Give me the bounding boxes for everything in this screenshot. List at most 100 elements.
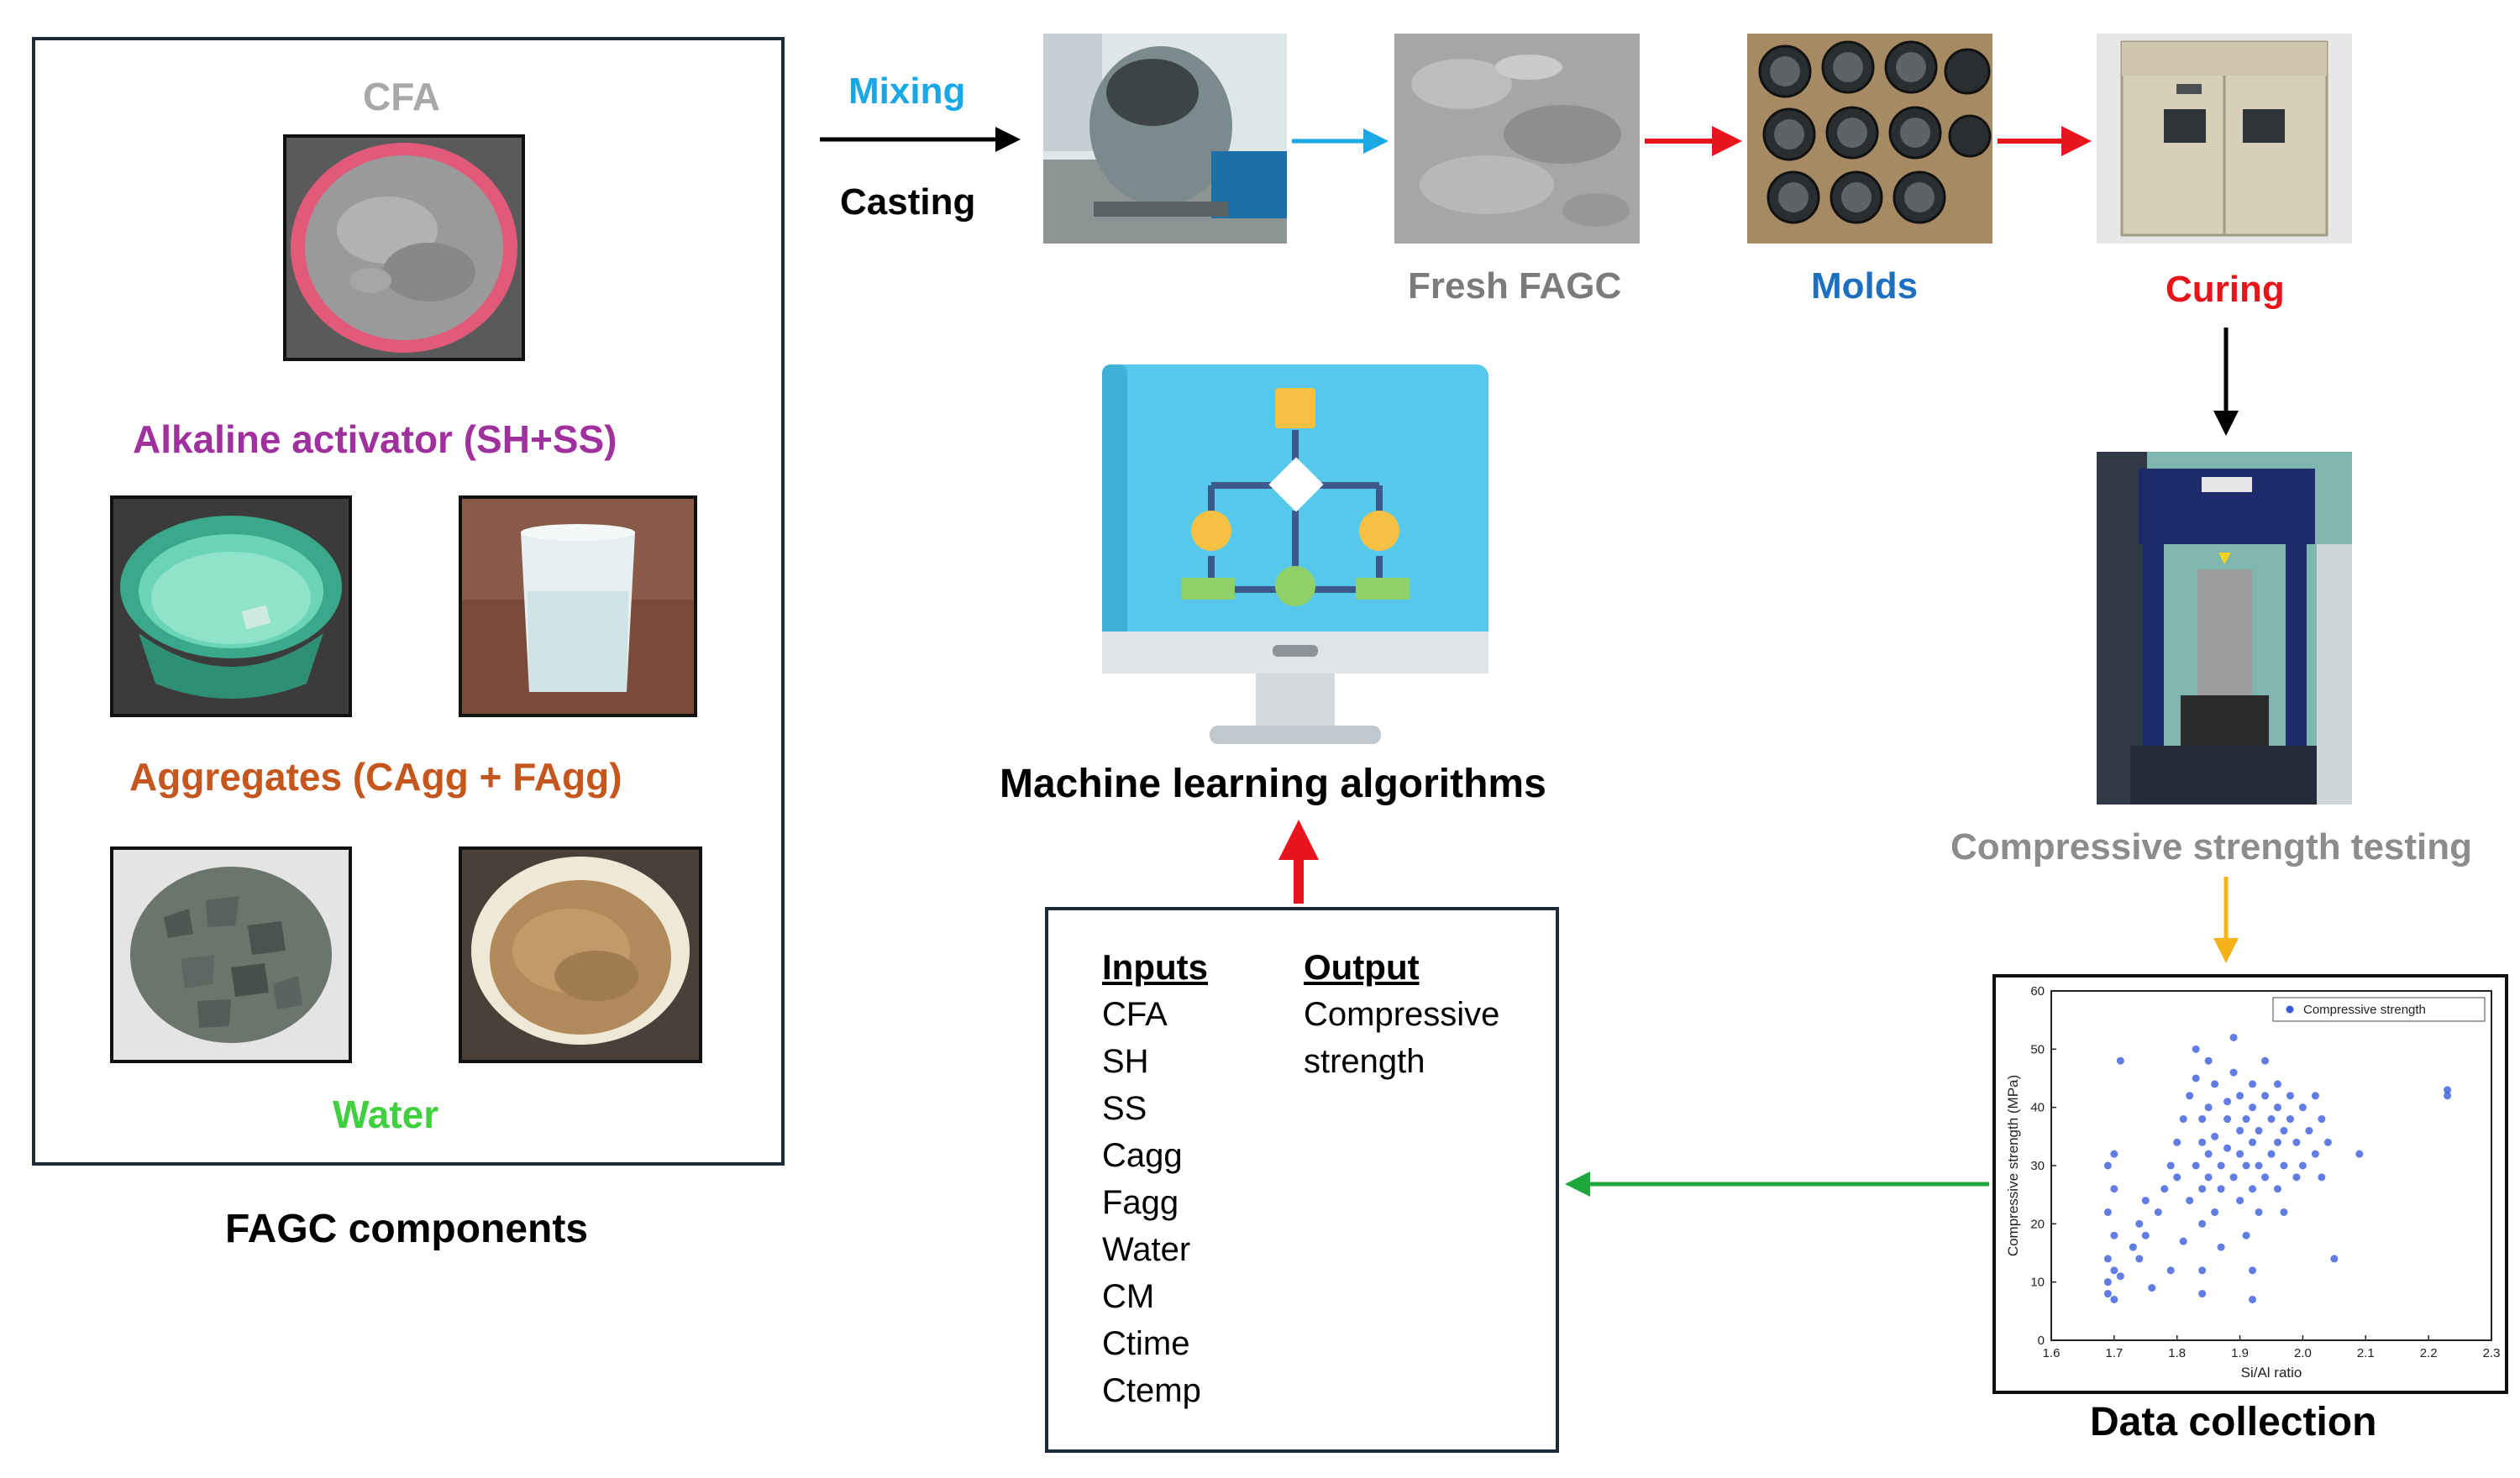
scatter-point xyxy=(2116,1272,2124,1281)
scatter-point xyxy=(2323,1138,2332,1146)
data-collection-caption: Data collection xyxy=(2090,1400,2377,1444)
scatter-point xyxy=(2211,1132,2219,1140)
x-tick-label: 2.2 xyxy=(2420,1346,2438,1360)
scatter-point xyxy=(2211,1080,2219,1088)
y-tick-label: 0 xyxy=(2038,1334,2045,1348)
scatter-point xyxy=(2273,1185,2281,1193)
scatter-point xyxy=(2236,1150,2244,1158)
mixing-label: Mixing xyxy=(848,71,966,112)
input-item: SH xyxy=(1102,1043,1149,1080)
scatter-point xyxy=(2355,1150,2364,1158)
scatter-point xyxy=(2298,1161,2307,1170)
scatter-point xyxy=(2103,1278,2112,1287)
output-column: Output Compressive strength xyxy=(1304,947,1499,1085)
legend-box xyxy=(2272,997,2486,1022)
scatter-point xyxy=(2173,1173,2181,1182)
casting-label: Casting xyxy=(840,181,976,223)
scatter-point xyxy=(2249,1080,2257,1088)
scatter-point xyxy=(2154,1208,2162,1216)
scatter-point xyxy=(2103,1208,2112,1216)
scatter-point xyxy=(2116,1056,2124,1065)
scatter-point xyxy=(2286,1092,2294,1100)
fagc-components-caption: FAGC components xyxy=(225,1207,589,1251)
scatter-point xyxy=(2192,1161,2200,1170)
scatter-point xyxy=(2217,1243,2225,1251)
scatter-point xyxy=(2135,1255,2144,1263)
scatter-point xyxy=(2292,1173,2301,1182)
input-item: Fagg xyxy=(1102,1184,1179,1221)
mixer-photo xyxy=(1043,34,1287,244)
scatter-point xyxy=(2311,1150,2319,1158)
scatter-point xyxy=(2298,1103,2307,1112)
input-item: CFA xyxy=(1102,996,1168,1033)
scatter-point xyxy=(2242,1115,2250,1124)
scatter-point xyxy=(2211,1208,2219,1216)
fresh-fagc-label: Fresh FAGC xyxy=(1408,265,1622,307)
scatter-point xyxy=(2192,1045,2200,1053)
scatter-point xyxy=(2249,1185,2257,1193)
sh-photo xyxy=(110,495,352,717)
scatter-point xyxy=(2204,1150,2213,1158)
scatter-point xyxy=(2204,1056,2213,1065)
scatter-point xyxy=(2286,1115,2294,1124)
scatter-point xyxy=(2110,1150,2118,1158)
y-axis-label: Compressive strength (MPa) xyxy=(2005,1075,2021,1256)
scatter-point xyxy=(2249,1103,2257,1112)
scatter-point xyxy=(2110,1185,2118,1193)
scatter-point xyxy=(2129,1243,2137,1251)
y-tick-label: 20 xyxy=(2030,1217,2045,1231)
scatter-point xyxy=(2242,1231,2250,1240)
x-tick-label: 2.3 xyxy=(2483,1346,2501,1360)
scatter-point xyxy=(2141,1197,2150,1205)
scatter-point xyxy=(2148,1284,2156,1292)
scatter-point xyxy=(2444,1086,2452,1094)
input-item: Ctemp xyxy=(1102,1372,1201,1409)
scatter-point xyxy=(2204,1103,2213,1112)
scatter-point xyxy=(2198,1266,2207,1275)
scatter-point xyxy=(2229,1068,2238,1077)
scatter-point xyxy=(2217,1161,2225,1170)
scatter-point xyxy=(2261,1056,2270,1065)
y-tick-label: 50 xyxy=(2030,1042,2045,1056)
molds-photo xyxy=(1747,34,1992,244)
scatter-point xyxy=(2217,1185,2225,1193)
scatter-point xyxy=(2198,1185,2207,1193)
scatter-point xyxy=(2229,1173,2238,1182)
legend-marker xyxy=(2286,1005,2294,1014)
curing-chamber-photo xyxy=(2097,34,2352,244)
x-axis-label: Si/Al ratio xyxy=(2241,1365,2302,1381)
scatter-point xyxy=(2198,1115,2207,1124)
molds-label: Molds xyxy=(1811,265,1919,307)
scatter-point xyxy=(2318,1173,2326,1182)
scatter-point xyxy=(2229,1033,2238,1041)
computer-icon xyxy=(1100,363,1490,757)
scatter-point xyxy=(2444,1092,2452,1100)
scatter-point xyxy=(2103,1255,2112,1263)
scatter-point xyxy=(2280,1208,2288,1216)
curing-label: Curing xyxy=(2166,269,2285,310)
cfa-label: CFA xyxy=(363,75,440,118)
scatter-point xyxy=(2223,1098,2232,1106)
output-header: Output xyxy=(1304,947,1420,987)
scatter-point xyxy=(2198,1219,2207,1228)
fagg-photo xyxy=(459,846,702,1063)
input-item: Cagg xyxy=(1102,1137,1183,1174)
scatter-point xyxy=(2255,1208,2263,1216)
scatter-point xyxy=(2267,1115,2276,1124)
scatter-point xyxy=(2280,1161,2288,1170)
inputs-header: Inputs xyxy=(1102,947,1208,987)
scatter-point xyxy=(2273,1138,2281,1146)
scatter-point xyxy=(2292,1138,2301,1146)
x-tick-label: 1.8 xyxy=(2168,1346,2186,1360)
ss-photo xyxy=(459,495,697,717)
x-tick-label: 1.6 xyxy=(2043,1346,2061,1360)
y-tick-label: 30 xyxy=(2030,1159,2045,1173)
scatter-point xyxy=(2330,1255,2339,1263)
scatter-point xyxy=(2198,1138,2207,1146)
scatter-point xyxy=(2166,1266,2175,1275)
ml-algorithms-label: Machine learning algorithms xyxy=(1000,762,1546,806)
scatter-point xyxy=(2249,1138,2257,1146)
x-tick-label: 1.9 xyxy=(2231,1346,2249,1360)
scatter-point xyxy=(2160,1185,2169,1193)
